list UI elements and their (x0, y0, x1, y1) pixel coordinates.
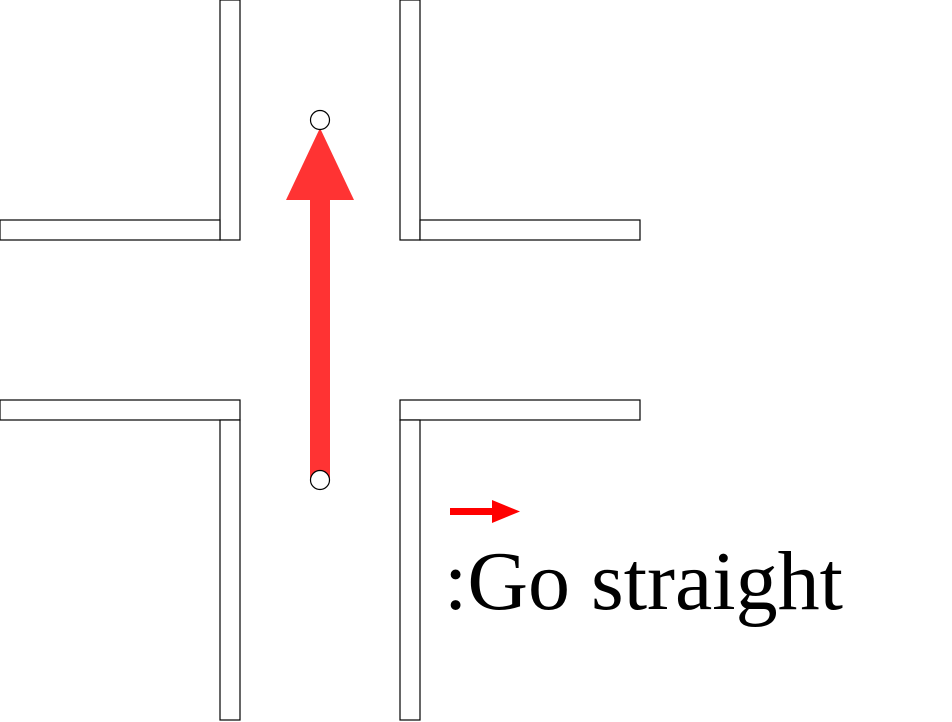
wall-bottom-left-vertical (219, 419, 241, 721)
wall-bottom-left-horizontal (0, 399, 241, 421)
straight-arrow (286, 128, 354, 480)
end-node (309, 109, 331, 131)
wall-top-right-vertical (399, 0, 421, 241)
wall-bottom-right-horizontal (399, 399, 641, 421)
wall-top-right-horizontal (419, 219, 641, 241)
wall-bottom-left (0, 399, 241, 721)
straight-arrow-shaft (310, 190, 330, 480)
legend-label: :Go straight (444, 535, 843, 628)
wall-top-left-horizontal (0, 219, 221, 241)
wall-bottom-right-vertical (399, 419, 421, 721)
start-node (309, 469, 331, 491)
wall-top-left-vertical (219, 0, 241, 241)
wall-top-right (399, 0, 641, 241)
legend-arrow-shaft (450, 508, 496, 515)
straight-arrow-head (286, 128, 354, 200)
wall-bottom-right (399, 399, 641, 721)
legend-arrow-head (492, 500, 520, 523)
wall-top-left (0, 0, 241, 241)
legend-arrow (450, 500, 520, 523)
